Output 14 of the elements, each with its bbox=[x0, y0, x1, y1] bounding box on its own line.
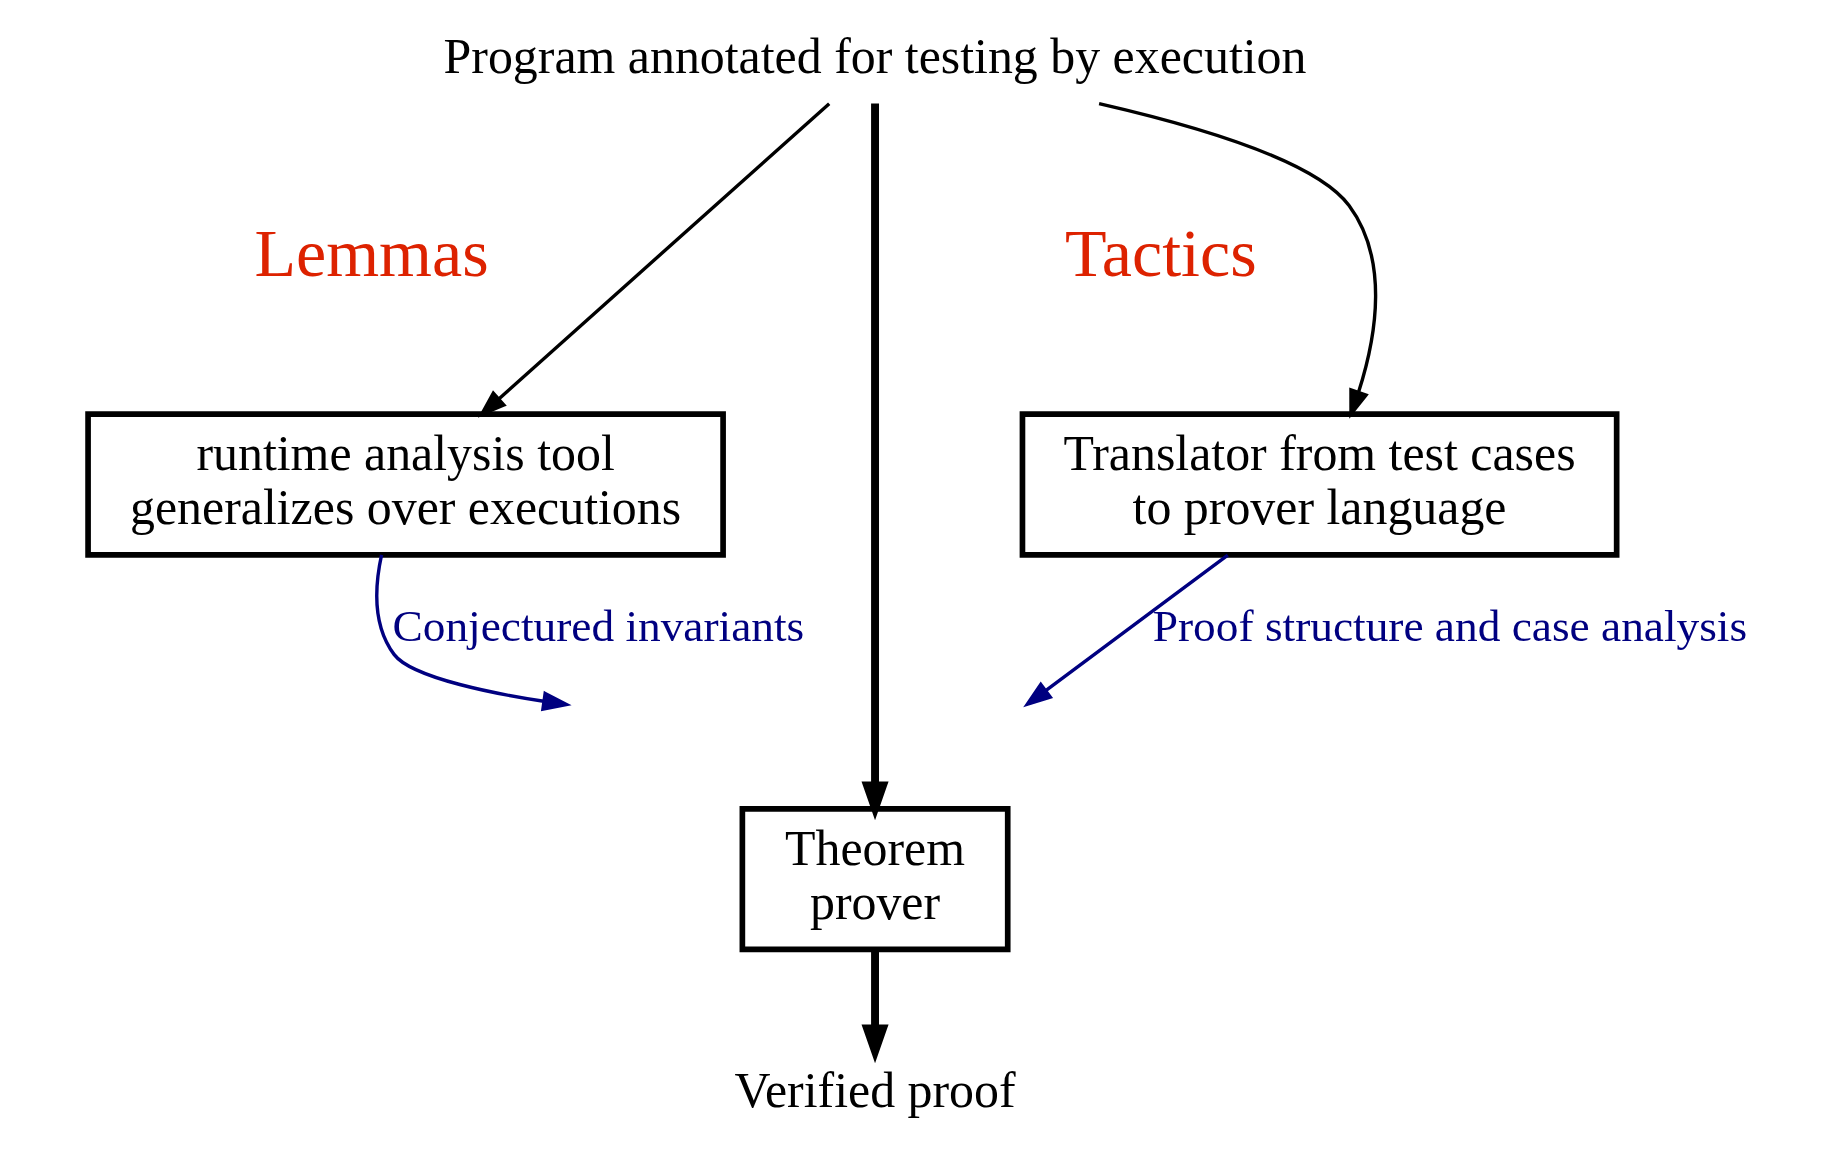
node-box: runtime analysis tool generalizes over executions bbox=[84, 411, 726, 558]
node-box: Translator from test cases to prover language bbox=[1019, 411, 1619, 558]
node-text: Verified proof bbox=[733, 1063, 1016, 1119]
arrow bbox=[861, 949, 889, 1064]
label: Lemmas bbox=[253, 214, 489, 291]
label: Tactics bbox=[1064, 214, 1257, 291]
arrow bbox=[1022, 553, 1229, 708]
edge-label: Proof structure and case analysis bbox=[1152, 601, 1747, 651]
node-box: Theorem prover bbox=[739, 806, 1011, 953]
node-text: Program annotated for testing by execution bbox=[443, 29, 1306, 85]
edge-label: Conjectured invariants bbox=[391, 601, 804, 651]
arrow bbox=[477, 102, 830, 418]
arrow bbox=[374, 554, 572, 712]
arrow bbox=[1098, 102, 1377, 419]
